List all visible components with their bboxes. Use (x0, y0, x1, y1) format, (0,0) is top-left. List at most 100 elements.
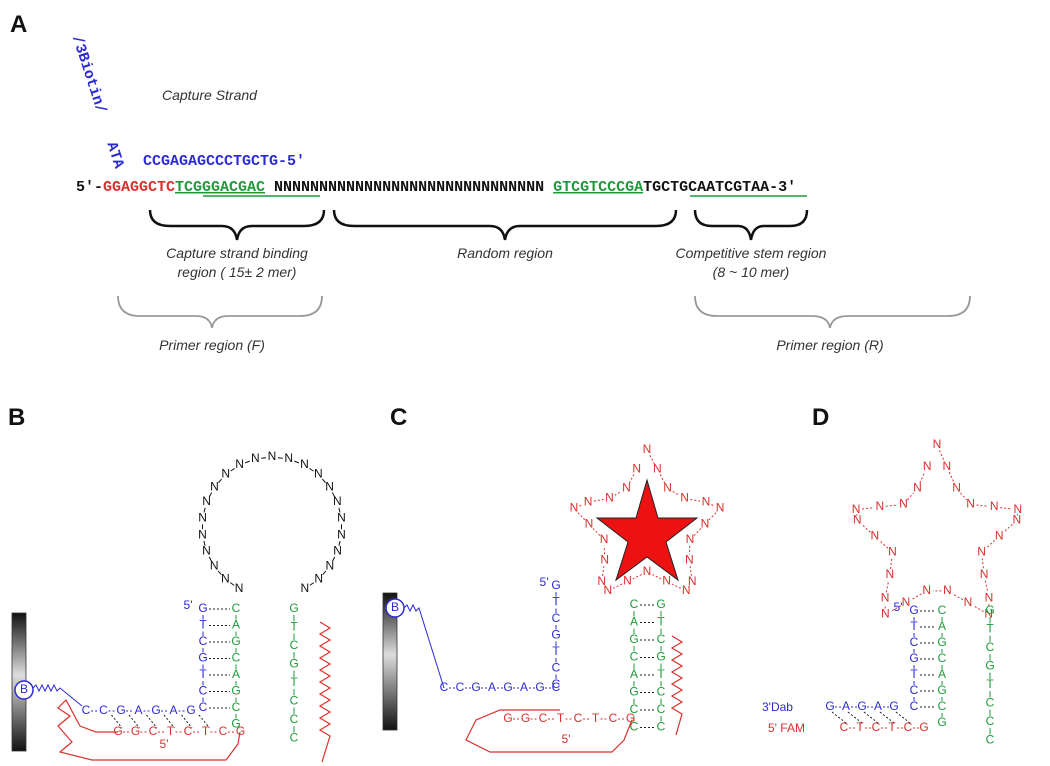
backbone-dot (862, 507, 874, 510)
green-strand-nt: C (232, 700, 241, 714)
blue-horiz-nt: G (857, 699, 866, 713)
backbone-dot (1003, 523, 1013, 533)
blue-horiz-nt: G (116, 703, 125, 717)
green-left-nt: C (938, 603, 947, 617)
backbone-dot (628, 474, 635, 484)
brace-competitive-region (693, 209, 809, 241)
red-horiz-nt: T (557, 711, 565, 725)
blue-horiz-nt: A (842, 699, 850, 713)
panel-label-b: B (8, 404, 25, 431)
biotin-linker: /3Biotin/ ATA (68, 33, 127, 170)
blue-horiz-nt: C (552, 680, 561, 694)
star-strand-nt: N (663, 481, 672, 495)
green-right-nt: C (657, 632, 666, 646)
loop-nt: N (221, 571, 230, 585)
star-strand-nt: N (597, 574, 606, 588)
star-strand-nt: N (886, 567, 895, 581)
green-left-nt: A (938, 667, 946, 681)
green-right-nt: T (657, 615, 665, 629)
green-right-nt: G (656, 650, 665, 664)
red-horiz-nt: T (202, 724, 210, 738)
capture-strand-label: Capture Strand (162, 87, 258, 103)
red-horiz-nt: G (131, 724, 140, 738)
red-horiz-nt: G (503, 711, 512, 725)
backbone-dot (981, 558, 984, 569)
red-horiz-nt: G (113, 724, 122, 738)
green-right-nt: C (657, 720, 666, 734)
star-strand-nt: N (990, 499, 999, 513)
star-strand-nt: N (995, 528, 1004, 542)
backbone-dot (976, 504, 989, 507)
red-horiz-nt: C (609, 711, 618, 725)
loop-nt: N (300, 457, 309, 471)
green-tail-nt: T (290, 620, 298, 634)
backbone-link (338, 540, 341, 546)
green-right-nt: C (657, 702, 666, 716)
backbone-dot (948, 471, 955, 484)
five-prime-label: 5' (894, 600, 903, 614)
backbone-dot (885, 580, 890, 593)
base-pair (163, 714, 175, 729)
backbone-dot (878, 539, 889, 549)
star-strand-nt: N (632, 461, 641, 475)
main-seq-green1: TCGGGACGAC (175, 179, 265, 196)
red-horiz-nt: C (184, 724, 193, 738)
red-loop-b (57, 699, 241, 761)
primer-r-label: Primer region (R) (776, 337, 883, 353)
red-horiz-nt: T (167, 724, 175, 738)
blue-strand-nt: G (909, 651, 918, 665)
blue-strand-nt: C (910, 635, 919, 649)
green-right-nt: G (985, 659, 994, 673)
backbone-link (309, 467, 314, 472)
blue-horiz-nt: G (825, 699, 834, 713)
red-horiz-nt: C (149, 724, 158, 738)
star-strand-nt: N (966, 497, 975, 511)
capture-binding-label-2: region ( 15± 2 mer) (178, 264, 297, 280)
star-icon (595, 478, 699, 582)
main-seq-prefix: 5′- (76, 179, 103, 196)
backbone-link (208, 492, 213, 497)
red-horiz-nt: G (626, 711, 635, 725)
backbone-link (322, 570, 327, 575)
green-strand-nt: G (231, 634, 240, 648)
green-left-nt: C (938, 651, 947, 665)
blue-strand-nt: T (552, 644, 560, 658)
loop-nt: N (314, 467, 323, 481)
main-seq-random: NNNNNNNNNNNNNNNNNNNNNNNNNNNNNN (274, 179, 544, 196)
blue-horiz-nt: G (503, 680, 512, 694)
base-pair (181, 714, 193, 729)
backbone-link (309, 582, 315, 586)
base-pair (895, 711, 911, 724)
biotin-tail: ATA (102, 140, 127, 171)
backbone-dot (711, 504, 715, 507)
star-strand-nt: N (881, 590, 890, 604)
red-loop-c (465, 709, 633, 753)
biotin-label: /3Biotin/ (68, 33, 109, 115)
base-pair (198, 714, 210, 729)
star-strand-nt: N (922, 583, 931, 597)
backbone-link (244, 460, 250, 464)
main-seq-red: GGAGGCTC (103, 179, 175, 196)
bead-b (14, 680, 34, 700)
backbone-dot (907, 492, 914, 501)
backbone-dot (708, 512, 717, 521)
competitive-label-2: (8 ~ 10 mer) (713, 264, 790, 280)
backbone-dot (632, 574, 642, 580)
star-strand-nt: N (875, 499, 884, 513)
base-pair (863, 711, 879, 724)
surface-bar-c (382, 592, 398, 731)
panel-label-d: D (812, 404, 829, 431)
loop-nt: N (202, 494, 211, 508)
red-horiz-nt: C (872, 720, 881, 734)
star-strand-nt: N (943, 583, 952, 597)
blue-horiz-nt: G (471, 680, 480, 694)
star-strand-nt: N (686, 532, 695, 546)
capture-binding-label-1: Capture strand binding (166, 245, 308, 261)
star-strand-nt: N (585, 516, 594, 530)
backbone-dot (885, 504, 898, 507)
green-right-nt: G (656, 597, 665, 611)
loop-nt: N (325, 479, 334, 493)
blue-horiz-nt: G (151, 703, 160, 717)
backbone-link (218, 478, 223, 483)
loop-nt: N (333, 494, 342, 508)
